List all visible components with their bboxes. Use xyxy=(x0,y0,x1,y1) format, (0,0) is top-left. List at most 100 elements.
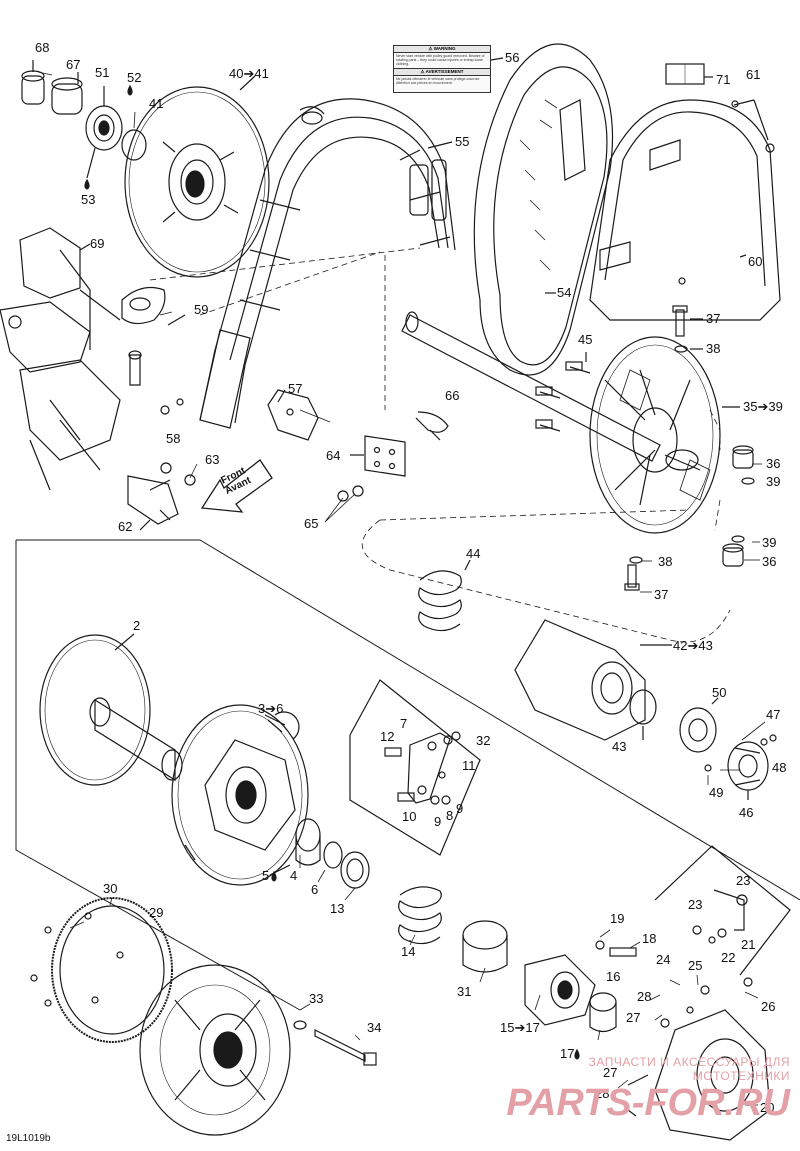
lever-inset-frame xyxy=(349,679,481,856)
warning-heading-fr: ⚠ AVERTISSEMENT xyxy=(394,67,490,76)
callout-49: 49 xyxy=(709,785,724,800)
bolt-34 xyxy=(293,1020,377,1066)
warning-body: Never start vehicle with pulley guard re… xyxy=(396,54,485,67)
bushing-4 xyxy=(295,818,321,866)
drive-pulley-frame xyxy=(15,539,800,1011)
housing-20 xyxy=(627,977,771,1141)
screw-18 xyxy=(595,940,637,957)
callout-11: 11 xyxy=(462,758,476,773)
driven-pulley-35 xyxy=(589,336,740,534)
callout-23-right: 23 xyxy=(736,873,751,888)
callout-9-right: 9 xyxy=(456,801,464,816)
callout-2: 2 xyxy=(133,618,141,633)
retaining-ring-39-lower xyxy=(731,535,745,543)
callout-27-bottom: 27 xyxy=(603,1065,618,1080)
nut-65a xyxy=(337,490,349,502)
sleeve-31 xyxy=(462,920,508,973)
grease-drop-icon xyxy=(127,84,133,96)
callout-12: 12 xyxy=(380,729,395,744)
callout-23-left: 23 xyxy=(688,897,703,912)
callout-50: 50 xyxy=(712,685,727,700)
bushing-16 xyxy=(589,992,617,1033)
ring-gear-29 xyxy=(30,897,173,1043)
spring-14 xyxy=(398,886,442,945)
callout-35-39: 35➔39 xyxy=(743,399,783,414)
callout-29: 29 xyxy=(149,905,164,920)
callout-61: 61 xyxy=(746,67,761,82)
callout-31: 31 xyxy=(457,984,472,999)
drive-belt-54 xyxy=(473,43,614,376)
bearing-51 xyxy=(85,105,123,151)
callout-38-bottom: 38 xyxy=(658,554,673,569)
assembly-lines xyxy=(149,247,731,643)
seal-13 xyxy=(340,851,370,889)
callout-57: 57 xyxy=(288,381,303,396)
spring-44 xyxy=(418,559,471,632)
callout-64: 64 xyxy=(326,448,341,463)
callout-34: 34 xyxy=(367,1020,382,1035)
callout-52: 52 xyxy=(127,70,142,85)
leader-lines xyxy=(37,71,766,1106)
callout-15-17: 15➔17 xyxy=(500,1020,540,1035)
nut-65b xyxy=(352,485,364,497)
callout-28-bottom: 28 xyxy=(595,1086,610,1101)
callout-27-top: 27 xyxy=(626,1010,641,1025)
callout-54: 54 xyxy=(557,285,572,300)
watermark-tagline: ЗАПЧАСТИ И АКСЕССУАРЫ ДЛЯ МОТОТЕХНИКИ xyxy=(588,1055,790,1083)
front-direction-arrow-icon xyxy=(200,459,273,513)
callout-10: 10 xyxy=(402,809,417,824)
callout-4: 4 xyxy=(290,868,298,883)
callout-62: 62 xyxy=(118,519,133,534)
callout-21: 21 xyxy=(741,937,756,952)
callout-37-bottom: 37 xyxy=(654,587,669,602)
callout-16: 16 xyxy=(606,969,621,984)
cam-42 xyxy=(514,619,672,741)
ring-68 xyxy=(21,70,45,105)
ring-6 xyxy=(323,841,343,869)
grease-drop-icon xyxy=(271,870,277,882)
callout-32: 32 xyxy=(476,733,491,748)
callout-51: 51 xyxy=(95,65,110,80)
warning-heading: ⚠ WARNING xyxy=(394,46,490,53)
callout-7: 7 xyxy=(400,716,408,731)
spring-clip-66 xyxy=(415,411,449,441)
cap-46 xyxy=(704,734,777,800)
watermark-brand: PARTS-FOR.RU xyxy=(506,1082,790,1124)
belt-guard-55 xyxy=(199,98,456,429)
callout-30: 30 xyxy=(103,881,118,896)
grease-drop-icon xyxy=(574,1048,580,1060)
lever-7 xyxy=(384,731,461,805)
callout-24: 24 xyxy=(656,952,671,967)
callout-36-bottom: 36 xyxy=(762,554,777,569)
retaining-ring-39 xyxy=(741,477,755,485)
callout-6: 6 xyxy=(311,882,319,897)
callout-17: 17 xyxy=(560,1046,575,1061)
callout-39-bottom: 39 xyxy=(762,535,777,550)
ring-43 xyxy=(629,689,657,725)
callout-39-top: 39 xyxy=(766,474,781,489)
callout-36-top: 36 xyxy=(766,456,781,471)
washer-38-lower xyxy=(629,556,643,564)
drive-pulley-body xyxy=(139,964,291,1136)
callout-9-left: 9 xyxy=(434,814,442,829)
callout-43: 43 xyxy=(612,739,627,754)
callout-67: 67 xyxy=(66,57,81,72)
callout-37-top: 37 xyxy=(706,311,721,326)
washer-50 xyxy=(679,697,719,753)
roller-inset-frame xyxy=(654,845,791,976)
callout-60: 60 xyxy=(748,254,763,269)
bushing-67 xyxy=(51,77,83,115)
callout-5: 5 xyxy=(262,868,270,883)
pulley-guard-60 xyxy=(589,99,781,321)
guard-label-71 xyxy=(665,63,713,85)
callout-38-top: 38 xyxy=(706,341,721,356)
drawing-code: 19L1019b xyxy=(6,1133,51,1144)
callout-63: 63 xyxy=(205,452,220,467)
callout-71: 71 xyxy=(716,72,731,87)
slider-36-lower xyxy=(722,543,744,567)
slider-36 xyxy=(732,445,754,469)
callout-8: 8 xyxy=(446,808,454,823)
callout-13: 13 xyxy=(330,901,345,916)
